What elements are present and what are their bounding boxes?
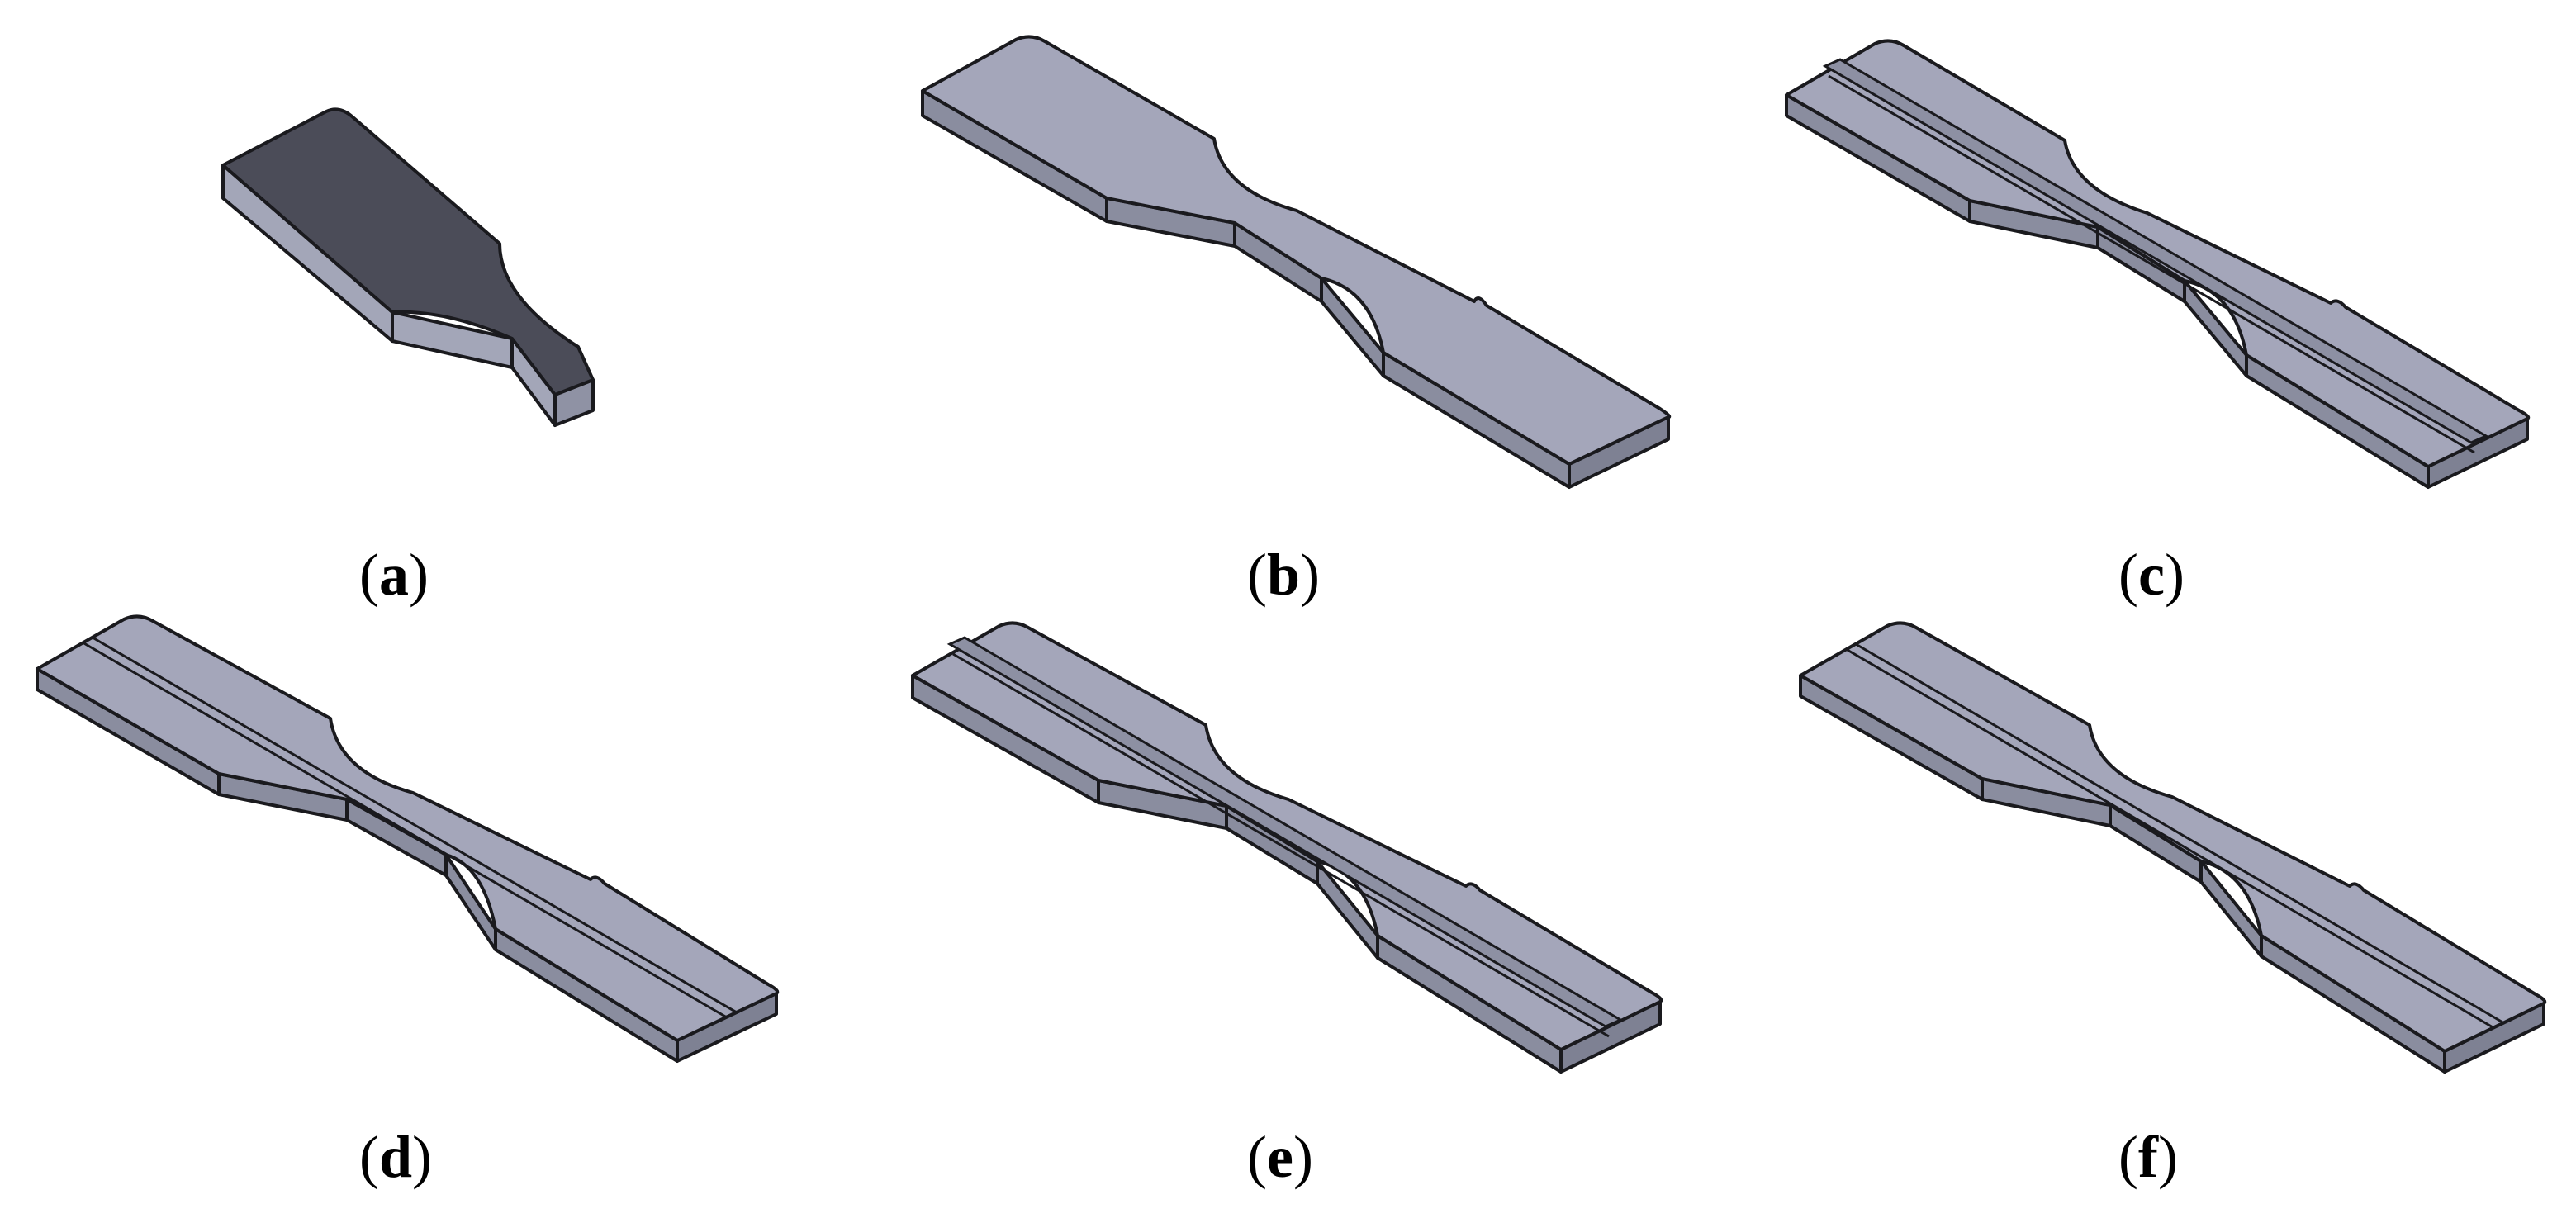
specimen-e: [911, 621, 1663, 1074]
specimen-d: [36, 614, 780, 1063]
specimen-c-rib: [1822, 58, 2489, 444]
specimen-c-rib-edge: [1828, 74, 2475, 454]
specimen-e-rib-edge: [952, 652, 1610, 1038]
specimen-c: [1785, 39, 2531, 489]
specimen-b-top: [921, 35, 1672, 466]
panel-label-f: (f): [2118, 1124, 2178, 1190]
panel-label-d: (d): [359, 1124, 433, 1190]
specimen-a-top: [221, 107, 595, 396]
specimen-d-slot-line1: [82, 641, 728, 1019]
specimen-d-slot-line2: [92, 636, 738, 1014]
specimen-f: [1799, 621, 2547, 1074]
panel-label-b: (b): [1247, 542, 1321, 608]
panel-label-a: (a): [359, 542, 429, 608]
panel-label-c: (c): [2118, 542, 2185, 608]
panel-label-e: (e): [1247, 1124, 1313, 1190]
specimen-e-rib: [946, 636, 1624, 1028]
specimen-b: [921, 35, 1672, 489]
specimen-f-slot-line2: [1855, 642, 2505, 1025]
specimen-a: [221, 107, 595, 427]
specimen-f-slot-line1: [1845, 647, 2495, 1030]
